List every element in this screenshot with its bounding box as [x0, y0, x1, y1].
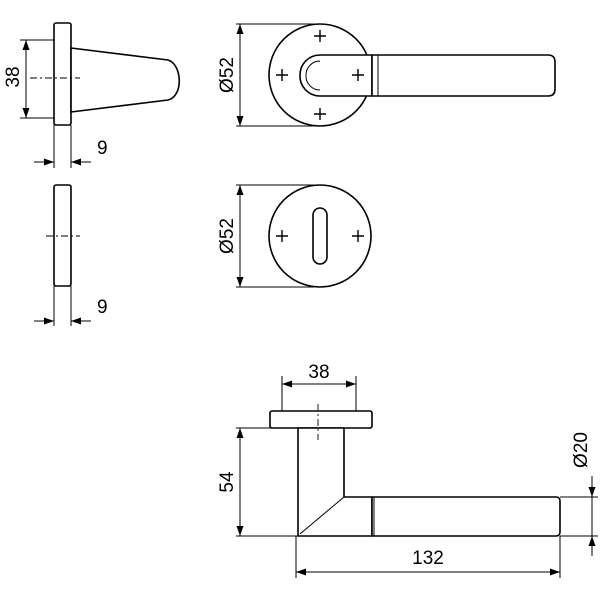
- dim-rose-width-bottom: 38: [308, 362, 329, 383]
- dim-grip-diameter: Ø20: [571, 432, 592, 468]
- front-view-escutcheon: Ø52: [217, 184, 372, 288]
- top-view-lever: 38 54 132 Ø20: [217, 362, 598, 578]
- screw-marks-bottom: [276, 230, 364, 242]
- screw-marks-top: [276, 30, 364, 120]
- lever-neck-top: [297, 427, 373, 537]
- side-view-escutcheon: 9: [34, 184, 108, 326]
- dim-rose-diameter-bottom: Ø52: [217, 218, 238, 254]
- dim-rose-thickness-bottom: 9: [97, 297, 108, 318]
- dim-rose-height: 38: [3, 66, 24, 87]
- lever-grip-front: [371, 54, 556, 97]
- rose-top-profile: [269, 410, 373, 429]
- dim-rose-diameter-top: Ø52: [217, 57, 238, 93]
- lever-grip-top: [371, 496, 561, 537]
- front-view-lever: Ø52: [217, 23, 556, 127]
- escutcheon-side-profile: [53, 184, 72, 287]
- rose-side-profile: [53, 22, 72, 126]
- dim-lever-length: 132: [412, 548, 444, 569]
- lever-handle-side: [70, 47, 181, 113]
- dim-rose-thickness-top: 9: [97, 138, 108, 159]
- side-view-lever: 38 9: [3, 22, 181, 168]
- keyhole-slot: [312, 207, 328, 265]
- dim-lever-height: 54: [217, 471, 238, 493]
